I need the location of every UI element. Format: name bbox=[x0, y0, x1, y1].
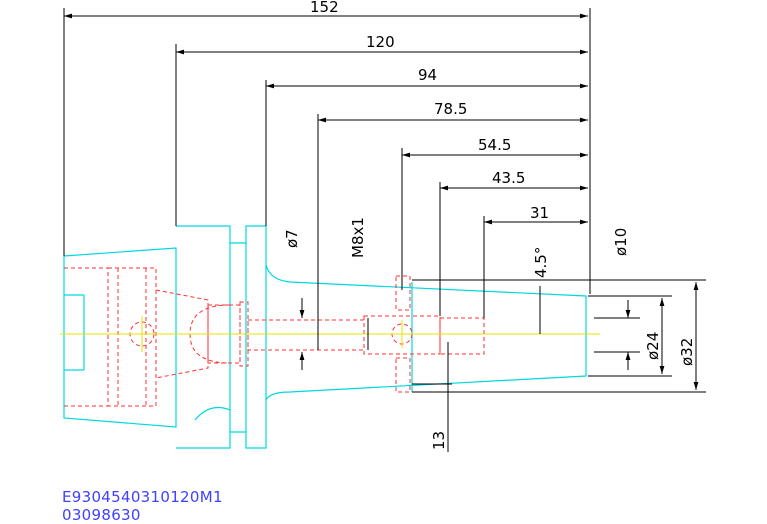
dim-phi10: ø10 bbox=[612, 228, 630, 256]
dim-phi32: ø32 bbox=[678, 338, 696, 366]
dim-m8x1: M8x1 bbox=[349, 217, 367, 258]
part-outline bbox=[63, 225, 587, 449]
part-number: 03098630 bbox=[62, 506, 141, 524]
dim-152: 152 bbox=[310, 0, 339, 16]
dim-phi24: ø24 bbox=[644, 332, 662, 360]
part-code: E9304540310120M1 bbox=[62, 488, 223, 506]
dim-43-5: 43.5 bbox=[492, 169, 525, 187]
vertical-dimensions: ø7 M8x1 4.5° ø10 ø24 ø32 13 bbox=[283, 217, 706, 452]
dim-31: 31 bbox=[530, 204, 549, 222]
dim-94: 94 bbox=[418, 66, 437, 84]
dim-phi7: ø7 bbox=[283, 229, 301, 248]
dim-54-5: 54.5 bbox=[478, 136, 511, 154]
horizontal-dimensions: 152 120 94 78.5 54.5 43.5 31 bbox=[63, 0, 591, 350]
dim-angle: 4.5° bbox=[532, 247, 550, 278]
dim-13: 13 bbox=[430, 431, 448, 450]
dim-78-5: 78.5 bbox=[434, 100, 467, 118]
dim-120: 120 bbox=[366, 33, 395, 51]
